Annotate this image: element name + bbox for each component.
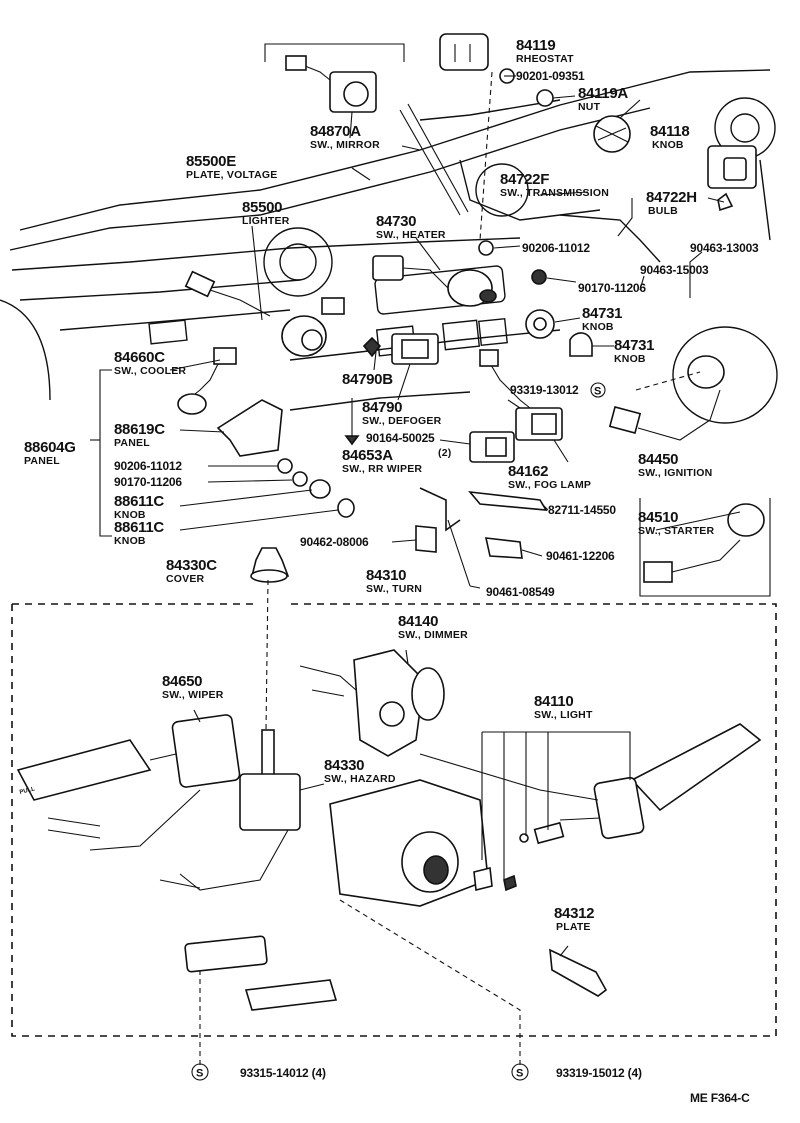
part-number-84110: 84110 (534, 693, 573, 710)
pull-label: PULL (19, 786, 36, 796)
screw-marker-93319a: S (594, 386, 601, 398)
part-number-90461-a: 90461-12206 (546, 549, 615, 563)
part-desc-84310: SW., TURN (366, 583, 422, 595)
part-number-84722H: 84722H (646, 189, 697, 206)
part-number-85500E: 85500E (186, 153, 236, 170)
part-number-84140: 84140 (398, 613, 438, 630)
part-number-85500: 85500 (242, 199, 282, 216)
part-number-84650: 84650 (162, 673, 202, 690)
part-number-90164: 90164-50025 (366, 431, 435, 445)
part-desc-84118: KNOB (652, 139, 684, 151)
part-desc-88604G: PANEL (24, 455, 60, 467)
part-desc-85500: LIGHTER (242, 215, 290, 227)
part-desc-84870A: SW., MIRROR (310, 139, 380, 151)
part-number-84450: 84450 (638, 451, 678, 468)
part-number-84162: 84162 (508, 463, 548, 480)
part-desc-84653A: SW., RR WIPER (342, 463, 422, 475)
part-desc-84731-a: KNOB (582, 321, 614, 333)
part-number-93319-a: 93319-13012 (510, 383, 579, 397)
part-number-88619C: 88619C (114, 421, 165, 438)
part-number-84790: 84790 (362, 399, 402, 416)
leader-extras (351, 145, 633, 237)
part-desc-84722H: BULB (648, 205, 678, 217)
part-desc-84162: SW., FOG LAMP (508, 479, 591, 491)
part-desc-84660C: SW., COOLER (114, 365, 186, 377)
part-number-93319-b: 93319-15012 (4) (556, 1066, 642, 1080)
part-desc-84790: SW., DEFOGER (362, 415, 442, 427)
part-number-84118: 84118 (650, 123, 689, 140)
part-number-84119A: 84119A (578, 85, 628, 102)
part-desc-84450: SW., IGNITION (638, 467, 712, 479)
part-desc-84731-b: KNOB (614, 353, 646, 365)
part-desc-88611C-a: KNOB (114, 509, 146, 521)
part-desc-88611C-b: KNOB (114, 535, 146, 547)
part-desc-84119: RHEOSTAT (516, 53, 574, 65)
part-number-90170-a: 90170-11206 (578, 281, 646, 295)
part-number-90206-a: 90206-11012 (522, 241, 590, 255)
part-number-84330C: 84330C (166, 557, 217, 574)
part-desc-84119A: NUT (578, 101, 601, 113)
part-number-84870A: 84870A (310, 123, 361, 140)
part-number-90461-b: 90461-08549 (486, 585, 555, 599)
part-desc-85500E: PLATE, VOLTAGE (186, 169, 277, 181)
part-number-84330: 84330 (324, 757, 364, 774)
screw-marker-93319b: S (516, 1068, 523, 1080)
leader-lines (11, 43, 777, 1066)
part-number-84660C: 84660C (114, 349, 165, 366)
part-number-82711: 82711-14550 (548, 503, 616, 517)
part-desc-84312: PLATE (556, 921, 591, 933)
part-number-90201: 90201-09351 (516, 69, 585, 83)
part-number-90463-b: 90463-15003 (640, 263, 709, 277)
part-number-84510: 84510 (638, 509, 678, 526)
part-desc-84140: SW., DIMMER (398, 629, 468, 641)
part-number-84731-b: 84731 (614, 337, 654, 354)
part-desc-84330C: COVER (166, 573, 205, 585)
part-desc-88619C: PANEL (114, 437, 150, 449)
part-number-90206-b: 90206-11012 (114, 459, 182, 473)
part-number-93315: 93315-14012 (4) (240, 1066, 326, 1080)
part-number-84119: 84119 (516, 37, 555, 54)
part-number-88611C-b: 88611C (114, 519, 164, 536)
part-number-84731-a: 84731 (582, 305, 622, 322)
callout-labels: 84119 RHEOSTAT 90201-09351 84119A NUT 84… (24, 37, 759, 1105)
dashboard-outline (0, 69, 778, 424)
part-number-84310: 84310 (366, 567, 406, 584)
part-desc-84722F: SW., TRANSMISSION (500, 187, 609, 199)
part-number-88611C-a: 88611C (114, 493, 164, 510)
part-number-90170-b: 90170-11206 (114, 475, 182, 489)
part-number-84653A: 84653A (342, 447, 393, 464)
part-desc-84730: SW., HEATER (376, 229, 446, 241)
figure-code: ME F364-C (690, 1091, 750, 1105)
part-desc-84510: SW., STARTER (638, 525, 715, 537)
part-number-84790B: 84790B (342, 371, 393, 388)
screw-marker-93315: S (196, 1068, 203, 1080)
part-number-90463-a: 90463-13003 (690, 241, 759, 255)
part-number-90462: 90462-08006 (300, 535, 369, 549)
part-desc-84330: SW., HAZARD (324, 773, 396, 785)
part-qty-84653A: (2) (438, 447, 451, 459)
part-desc-84650: SW., WIPER (162, 689, 224, 701)
screw-markers: S S S PULL (19, 382, 606, 1081)
part-number-84722F: 84722F (500, 171, 549, 188)
part-drawings (16, 33, 765, 1011)
part-number-84730: 84730 (376, 213, 416, 230)
part-number-88604G: 88604G (24, 439, 76, 456)
part-number-84312: 84312 (554, 905, 594, 922)
part-desc-84110: SW., LIGHT (534, 709, 593, 721)
